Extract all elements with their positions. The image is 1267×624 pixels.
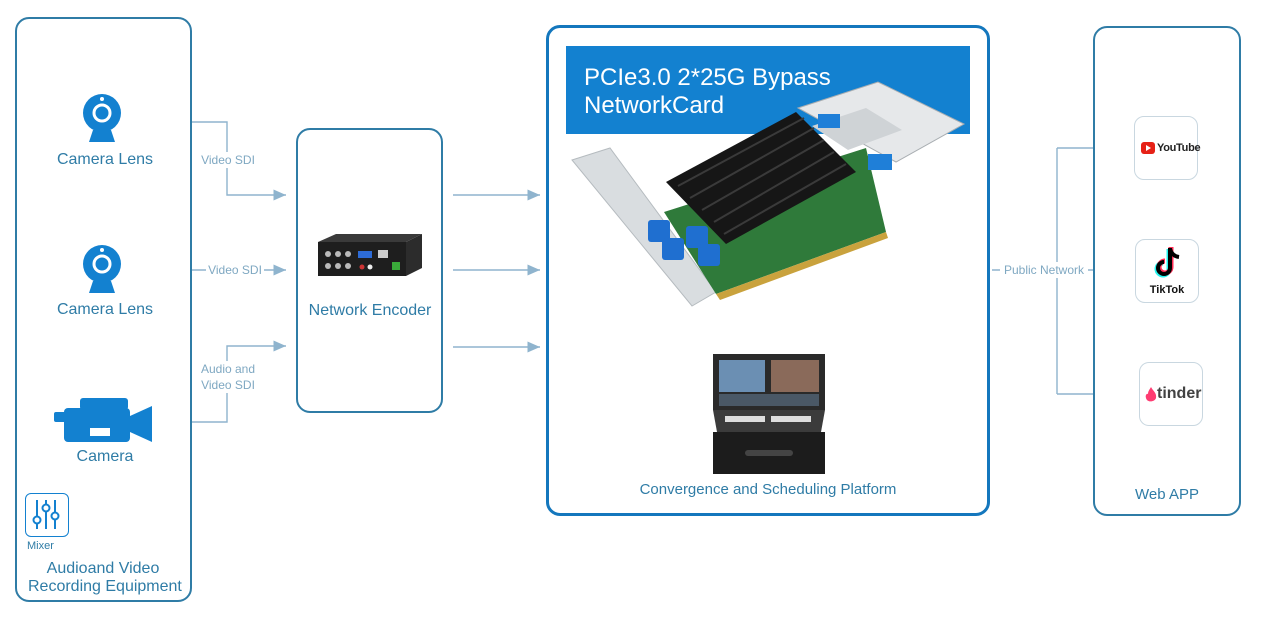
public-network-label: Public Network bbox=[1000, 262, 1088, 278]
platform-label: Convergence and Scheduling Platform bbox=[639, 481, 897, 498]
tinder-logo-text: tinder bbox=[1157, 385, 1202, 402]
camera-label: Camera bbox=[76, 448, 134, 465]
web-app-label: Web APP bbox=[1135, 486, 1199, 503]
banner-title-line1: PCIe3.0 2*25G Bypass bbox=[584, 64, 831, 91]
camera-lens-icon-1 bbox=[81, 92, 123, 151]
audio-video-sdi-label: Audio and Video SDI bbox=[196, 361, 260, 393]
network-encoder-label: Network Encoder bbox=[308, 302, 432, 319]
recording-title-line2: Recording Equipment bbox=[28, 578, 182, 595]
camera-lens-icon-2 bbox=[81, 243, 123, 302]
tiktok-logo-text: TikTok bbox=[1149, 284, 1185, 296]
video-sdi-label-2: Video SDI bbox=[206, 262, 264, 278]
camera-lens-label-2: Camera Lens bbox=[56, 301, 154, 318]
tinder-flame-icon bbox=[1145, 387, 1157, 402]
mixer-icon bbox=[25, 493, 69, 537]
youtube-app-tile[interactable]: YouTube bbox=[1134, 116, 1201, 180]
encoder-device-image bbox=[312, 232, 424, 285]
tiktok-app-tile[interactable]: TikTok bbox=[1135, 239, 1199, 303]
mixer-label: Mixer bbox=[27, 540, 54, 552]
audio-video-line2: Video SDI bbox=[201, 378, 255, 392]
scheduling-console-image bbox=[711, 352, 827, 481]
video-sdi-label-1: Video SDI bbox=[198, 152, 258, 168]
recording-equipment-title: Audioand Video Recording Equipment bbox=[28, 560, 182, 596]
video-camera-icon bbox=[54, 394, 154, 451]
network-card-banner: PCIe3.0 2*25G Bypass NetworkCard bbox=[566, 46, 970, 134]
recording-title-line1: Audioand Video bbox=[46, 560, 160, 577]
banner-title-line2: NetworkCard bbox=[584, 92, 725, 119]
youtube-logo-text: YouTube bbox=[1157, 142, 1201, 154]
camera-lens-label-1: Camera Lens bbox=[56, 151, 154, 168]
tinder-app-tile[interactable]: tinder bbox=[1139, 362, 1203, 426]
youtube-play-icon bbox=[1141, 142, 1155, 154]
network-card-image bbox=[566, 62, 970, 317]
audio-video-line1: Audio and bbox=[200, 362, 256, 376]
tiktok-note-icon bbox=[1154, 247, 1180, 278]
